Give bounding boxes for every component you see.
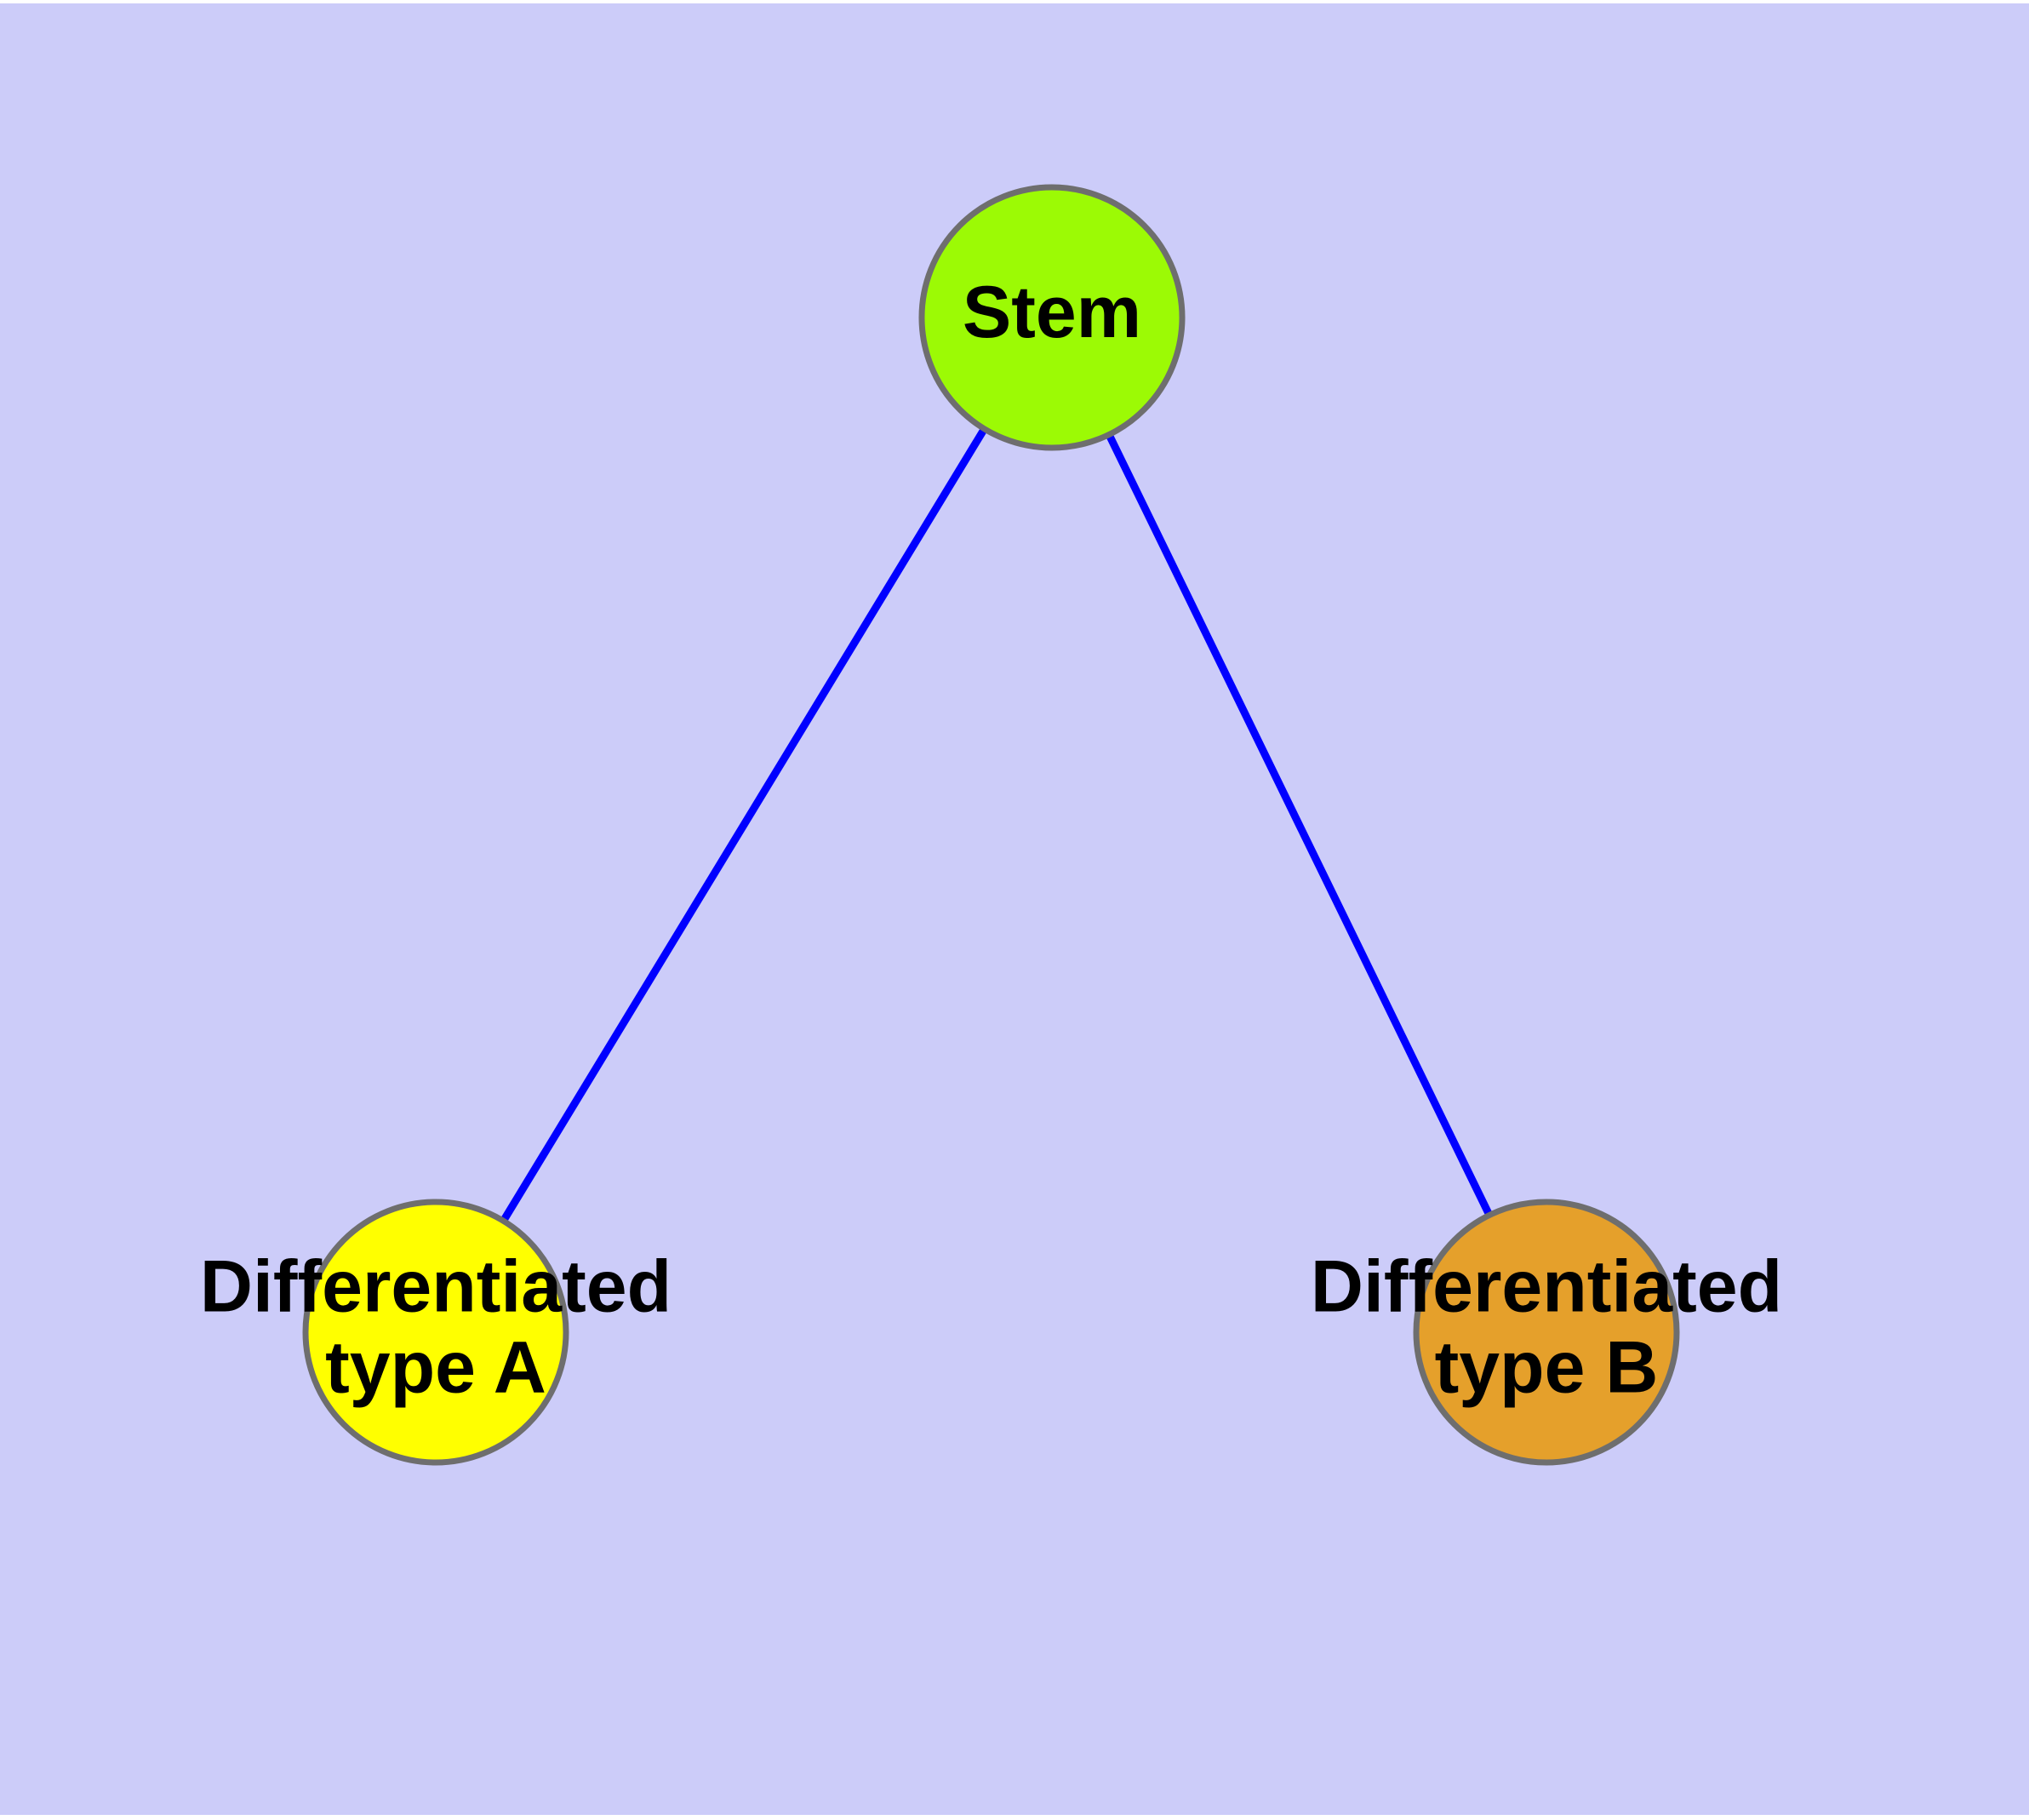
nodes-layer — [302, 184, 1680, 1466]
node-differentiated-type-a[interactable] — [302, 1199, 569, 1466]
edge-stem-to-differentiated-type-b[interactable] — [1048, 316, 1551, 1334]
node-differentiated-type-b[interactable] — [1413, 1199, 1680, 1466]
node-circle-differentiated-type-a[interactable] — [302, 1199, 569, 1466]
edges-layer — [432, 315, 1551, 1335]
node-circle-stem[interactable] — [918, 184, 1186, 451]
node-label-stem: Stem — [963, 272, 1141, 353]
node-circle-differentiated-type-b[interactable] — [1413, 1199, 1680, 1466]
edge-stem-to-differentiated-type-a[interactable] — [432, 315, 1055, 1335]
node-stem[interactable] — [918, 184, 1186, 451]
